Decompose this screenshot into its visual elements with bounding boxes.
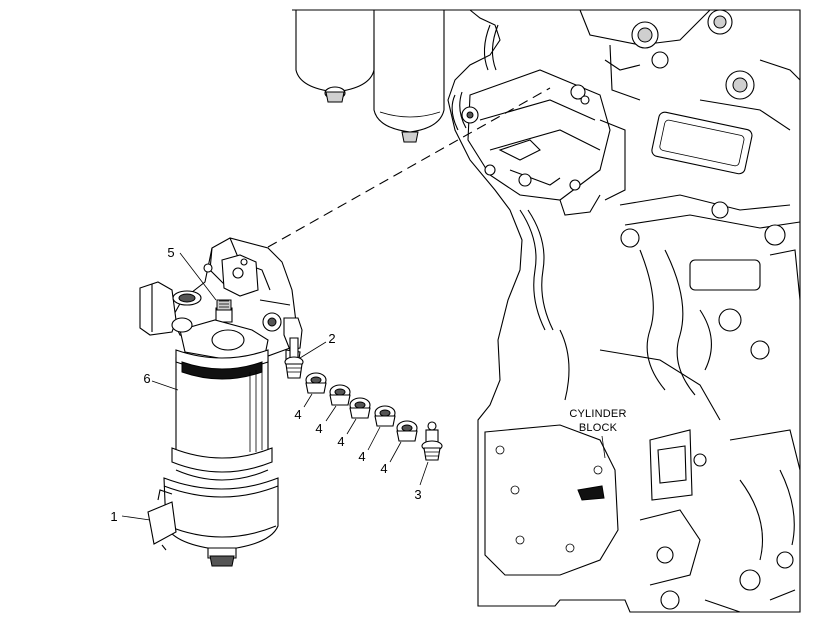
straight-fitting <box>421 421 443 461</box>
cylinder-block-label-line1: CYLINDER <box>569 408 626 420</box>
engine-middle-section <box>559 194 801 421</box>
seal-plugs <box>305 372 418 442</box>
fuel-filter-assembly: 5 6 1 2 4 4 4 4 4 3 <box>110 237 443 567</box>
filter-mounting-head <box>139 237 303 367</box>
callout-2: 2 <box>328 331 335 346</box>
callout-6: 6 <box>143 371 150 386</box>
engine-fuel-lines <box>451 24 554 331</box>
callout-4-e: 4 <box>380 461 387 476</box>
plug-b <box>329 384 351 406</box>
engine-fuel-head-bracket <box>461 69 626 216</box>
callout-4-a: 4 <box>294 407 301 422</box>
engine-valve-cover <box>579 9 801 175</box>
cylinder-block-label-line2: BLOCK <box>579 422 618 434</box>
callout-4-b: 4 <box>315 421 322 436</box>
cylinder-block-face <box>484 424 801 613</box>
plug-d <box>374 405 396 427</box>
engine-cylinder-block: CYLINDER BLOCK <box>292 9 801 613</box>
callout-4-c: 4 <box>337 434 344 449</box>
callout-leaders <box>121 252 429 521</box>
callout-1: 1 <box>110 509 117 524</box>
plug-a <box>305 372 327 394</box>
callout-3: 3 <box>414 487 421 502</box>
callout-5: 5 <box>167 245 174 260</box>
background-filter-canisters <box>295 10 445 143</box>
plug-c <box>349 397 371 419</box>
cylinder-block-leader <box>601 435 606 459</box>
mounting-alignment-line <box>267 87 551 248</box>
filter-canister <box>147 349 279 567</box>
callout-4-d: 4 <box>358 449 365 464</box>
plug-e <box>396 420 418 442</box>
elbow-fitting <box>284 337 304 379</box>
